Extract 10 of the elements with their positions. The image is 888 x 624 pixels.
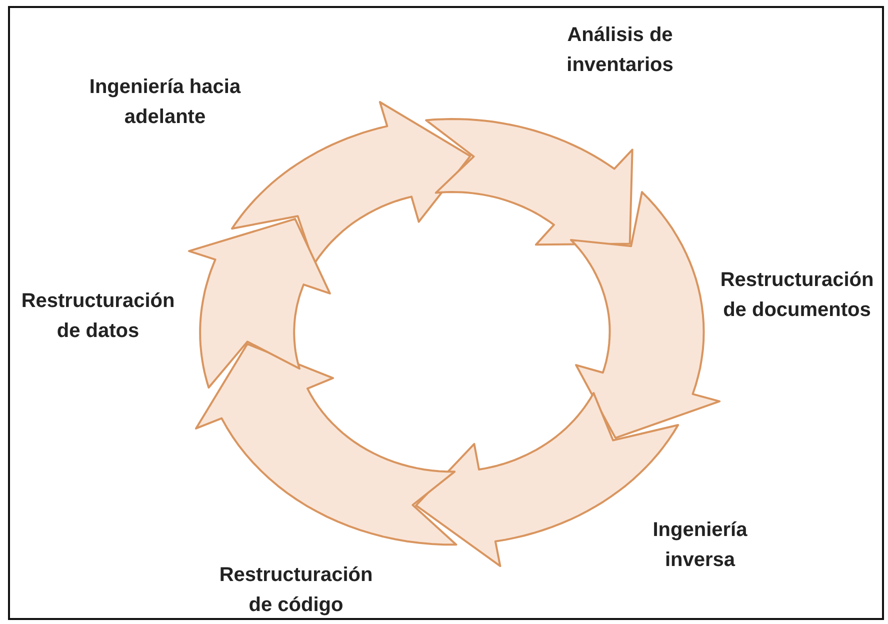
stage-label: Restructuración de datos [20,289,176,344]
curved-arrow-shape [194,342,458,547]
stage-label: Ingeniería inversa [652,518,748,573]
stage-label: Restructuración de código [218,563,374,618]
stage-label: Restructuración de documentos [719,268,875,323]
stage-label: Ingeniería hacia adelante [88,75,242,130]
curved-arrow-shape [186,216,332,390]
curved-arrow-shape [424,117,634,247]
curved-arrow-shape [569,190,722,440]
stage-label: Análisis de inventarios [566,23,674,78]
